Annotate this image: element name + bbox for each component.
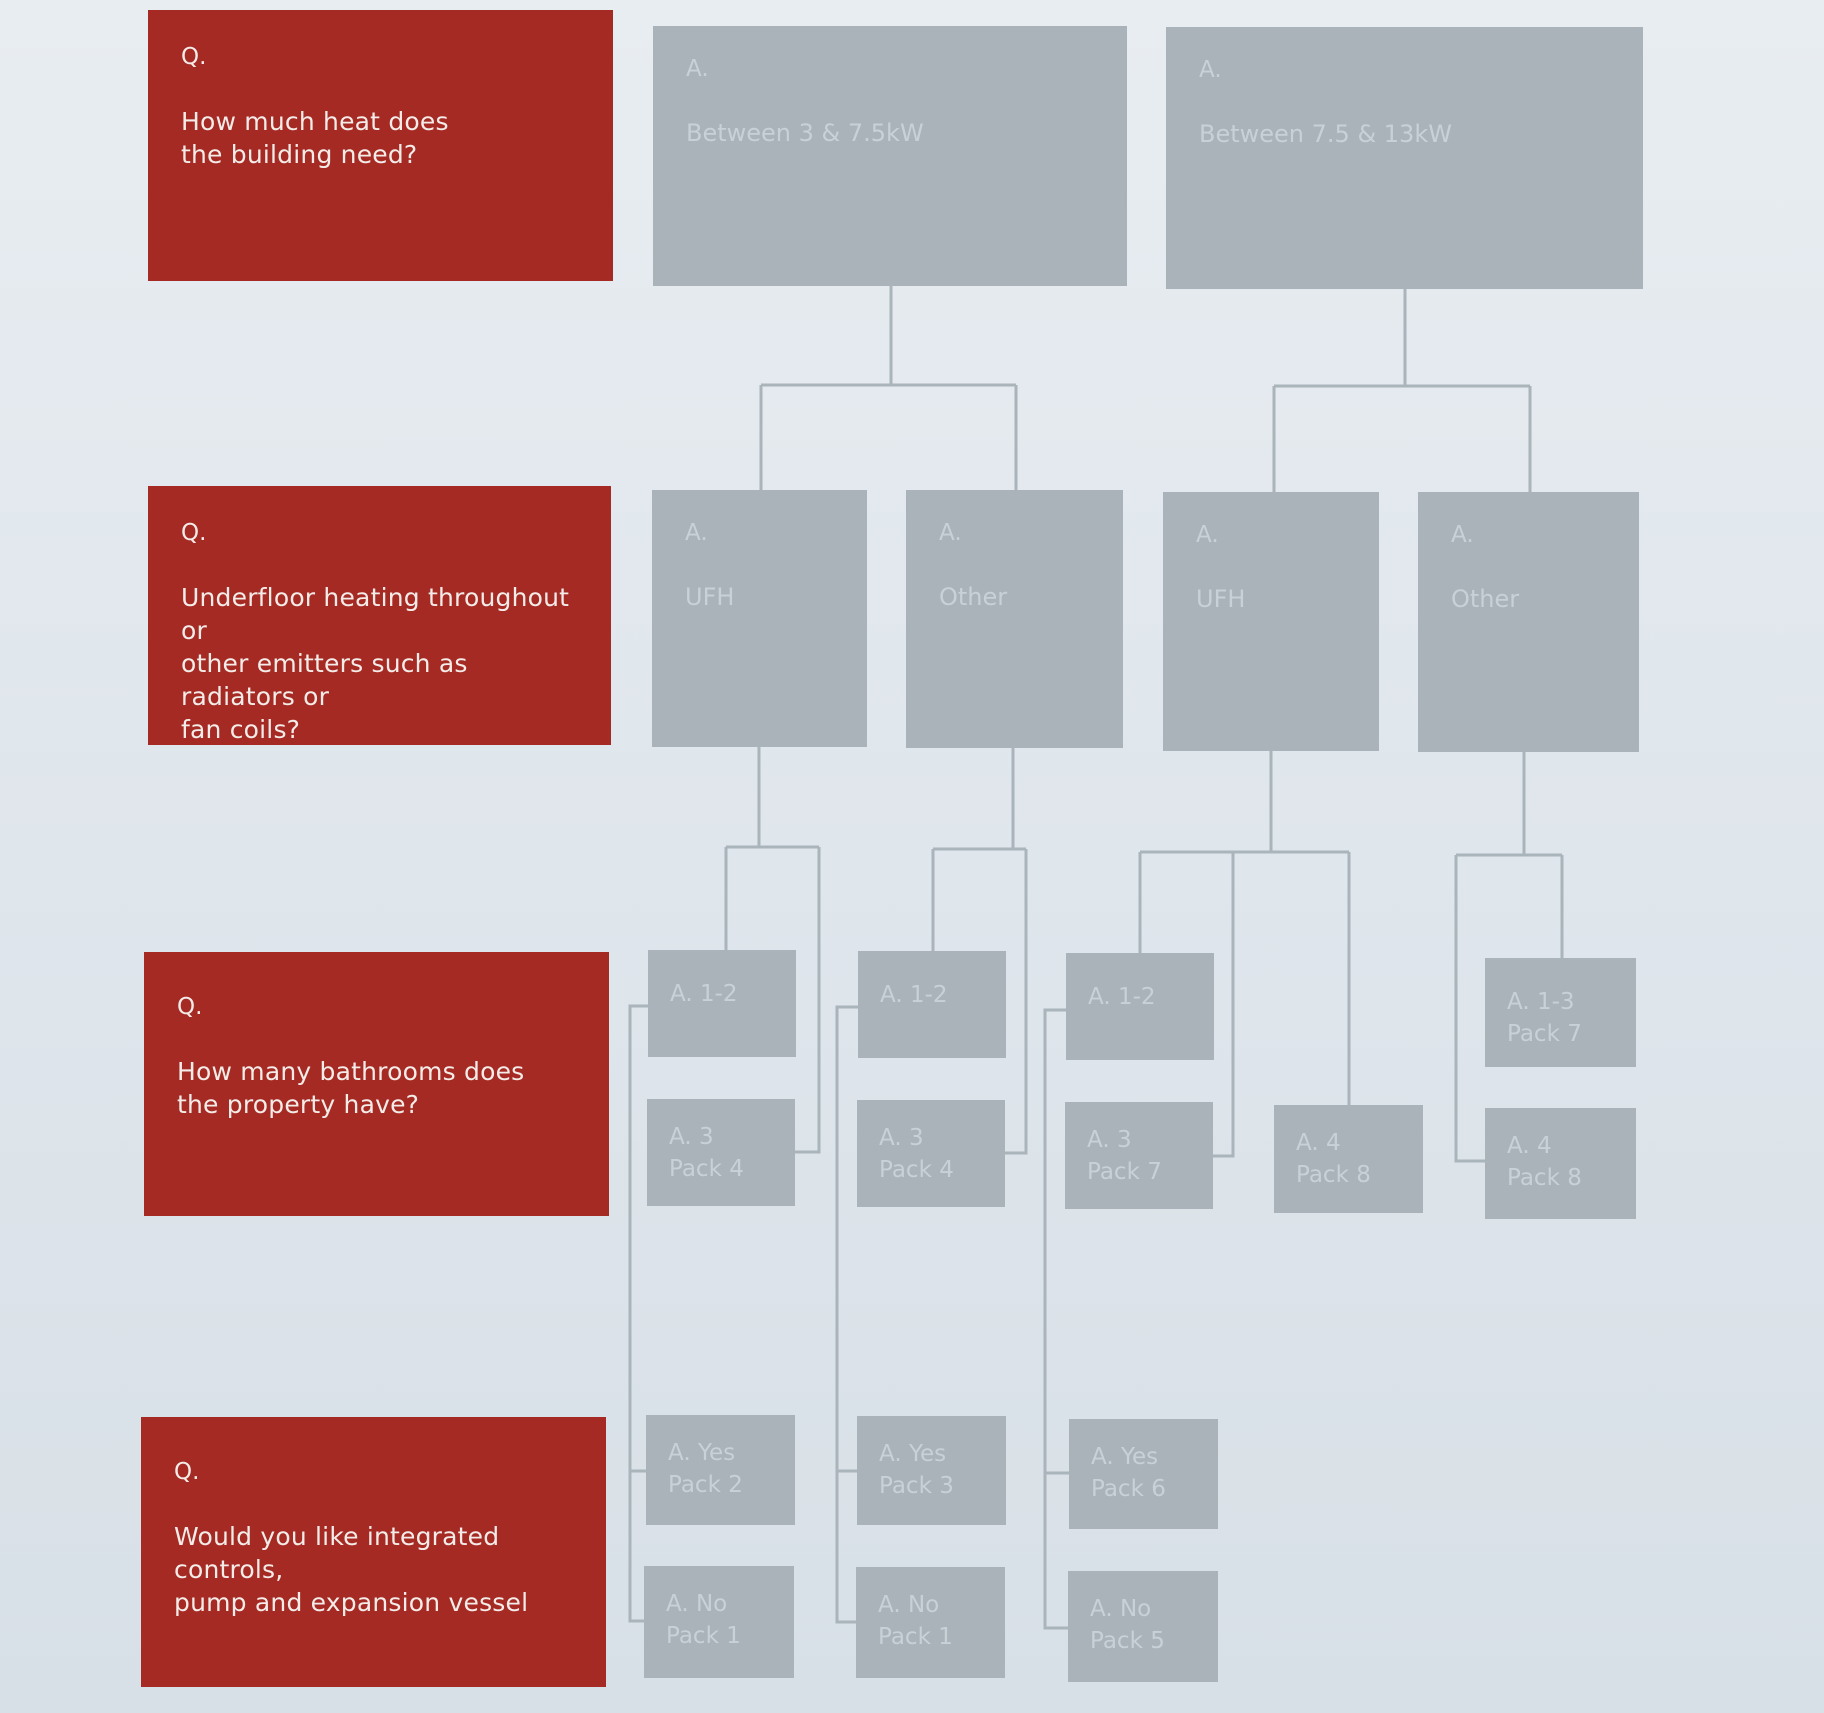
answer-text: Other	[939, 583, 1008, 611]
answer-label: A.	[1196, 522, 1219, 548]
answer-line-2: Pack 1	[666, 1623, 741, 1649]
answer-box-controls-no-pack-5: A. No Pack 5	[1068, 1571, 1218, 1682]
answer-line-2: Pack 1	[878, 1624, 953, 1650]
answer-line-2: Pack 3	[879, 1473, 954, 1499]
answer-text: Between 7.5 & 13kW	[1199, 120, 1452, 148]
answer-box-bathrooms-3-pack-4: A. 3 Pack 4	[857, 1100, 1005, 1207]
answer-label: A.	[1451, 522, 1474, 548]
question-box-heat: Q. How much heat does the building need?	[148, 10, 613, 281]
answer-label: A.	[1199, 57, 1222, 83]
answer-box-bathrooms-3-pack-4: A. 3 Pack 4	[647, 1099, 795, 1206]
answer-box-controls-no-pack-1: A. No Pack 1	[644, 1566, 794, 1678]
question-box-bathrooms: Q. How many bathrooms does the property …	[144, 952, 609, 1216]
connector-line	[759, 286, 1018, 490]
question-box-emitters: Q. Underfloor heating throughout or othe…	[148, 486, 611, 745]
answer-label: A.	[685, 520, 708, 546]
answer-line-1: A. No	[878, 1592, 940, 1618]
answer-line-1: A. 3	[669, 1124, 714, 1150]
answer-line-2: Pack 5	[1090, 1628, 1165, 1654]
answer-box-bathrooms-1-2: A. 1-2	[1066, 953, 1214, 1060]
connector-line	[835, 1005, 858, 1624]
answer-line-1: A. 1-3	[1507, 989, 1575, 1015]
answer-line-1: A. 1-2	[880, 982, 948, 1008]
answer-line-1: A. 4	[1296, 1130, 1341, 1156]
answer-text: UFH	[1196, 585, 1246, 613]
answer-box-controls-yes-pack-3: A. Yes Pack 3	[857, 1416, 1006, 1525]
answer-box-bathrooms-3-pack-7: A. 3 Pack 7	[1065, 1102, 1213, 1209]
answer-line-2: Pack 4	[879, 1157, 954, 1183]
connector-line	[1454, 752, 1564, 1163]
question-label: Q.	[174, 1459, 200, 1485]
answer-box-controls-yes-pack-2: A. Yes Pack 2	[646, 1415, 795, 1525]
answer-line-1: A. Yes	[879, 1441, 947, 1467]
question-text: Underfloor heating throughout or other e…	[181, 583, 570, 744]
answer-line-1: A. 3	[1087, 1127, 1132, 1153]
answer-box-bathrooms-1-3-pack-7: A. 1-3 Pack 7	[1485, 958, 1636, 1067]
answer-box-bathrooms-1-2: A. 1-2	[858, 951, 1006, 1058]
question-label: Q.	[177, 994, 203, 1020]
answer-line-2: Pack 4	[669, 1156, 744, 1182]
connector-line	[628, 1004, 648, 1623]
answer-box-ufh-left: A. UFH	[652, 490, 867, 747]
answer-box-heat-3-7.5kw: A. Between 3 & 7.5kW	[653, 26, 1127, 286]
answer-text: Between 3 & 7.5kW	[686, 119, 924, 147]
connector-line	[1272, 289, 1532, 492]
answer-label: A.	[686, 56, 709, 82]
answer-line-1: A. Yes	[1091, 1444, 1159, 1470]
connector-line	[724, 747, 821, 1154]
answer-line-2: Pack 7	[1087, 1159, 1162, 1185]
answer-line-2: Pack 6	[1091, 1476, 1166, 1502]
answer-text: Other	[1451, 585, 1520, 613]
question-text: How many bathrooms does the property hav…	[177, 1057, 525, 1119]
answer-box-bathrooms-4-pack-8: A. 4 Pack 8	[1485, 1108, 1636, 1219]
answer-box-other-right: A. Other	[1418, 492, 1639, 752]
question-label: Q.	[181, 520, 207, 546]
answer-line-1: A. Yes	[668, 1440, 736, 1466]
answer-box-ufh-right: A. UFH	[1163, 492, 1379, 751]
answer-line-2: Pack 2	[668, 1472, 743, 1498]
question-text: Would you like integrated controls, pump…	[174, 1522, 529, 1617]
question-box-controls: Q. Would you like integrated controls, p…	[141, 1417, 606, 1687]
answer-box-bathrooms-4-pack-8: A. 4 Pack 8	[1274, 1105, 1423, 1213]
answer-box-controls-no-pack-1: A. No Pack 1	[856, 1567, 1005, 1678]
answer-line-2: Pack 7	[1507, 1021, 1582, 1047]
answer-box-bathrooms-1-2: A. 1-2	[648, 950, 796, 1057]
answer-line-1: A. 4	[1507, 1133, 1552, 1159]
answer-text: UFH	[685, 583, 735, 611]
question-text: How much heat does the building need?	[181, 107, 449, 169]
answer-line-1: A. 3	[879, 1125, 924, 1151]
answer-box-other-left: A. Other	[906, 490, 1123, 748]
answer-line-2: Pack 8	[1507, 1165, 1582, 1191]
answer-line-1: A. No	[1090, 1596, 1152, 1622]
connector-line	[1043, 1008, 1069, 1630]
answer-line-2: Pack 8	[1296, 1162, 1371, 1188]
connector-line	[1138, 751, 1351, 1158]
answer-box-heat-7.5-13kw: A. Between 7.5 & 13kW	[1166, 27, 1643, 289]
answer-label: A.	[939, 520, 962, 546]
connector-line	[931, 748, 1028, 1155]
answer-line-1: A. No	[666, 1591, 728, 1617]
answer-box-controls-yes-pack-6: A. Yes Pack 6	[1069, 1419, 1218, 1529]
answer-line-1: A. 1-2	[1088, 984, 1156, 1010]
answer-line-1: A. 1-2	[670, 981, 738, 1007]
question-label: Q.	[181, 44, 207, 70]
